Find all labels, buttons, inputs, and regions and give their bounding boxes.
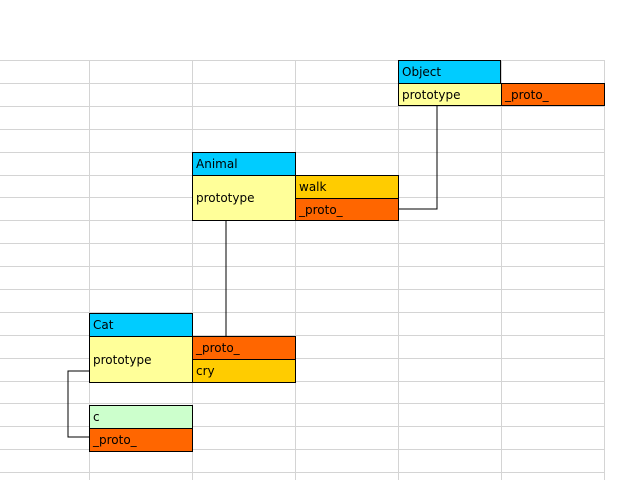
instance-c-proto-cell[interactable]: _proto_ xyxy=(89,428,193,452)
animal-proto-cell[interactable]: _proto_ xyxy=(295,198,399,221)
object-prototype-cell[interactable]: prototype xyxy=(398,83,502,106)
object-proto-cell[interactable]: _proto_ xyxy=(501,83,605,106)
animal-prototype-cell[interactable]: prototype xyxy=(192,175,296,221)
cat-title-cell[interactable]: Cat xyxy=(89,313,193,337)
connector-animal-to-object xyxy=(398,106,438,210)
animal-title-cell[interactable]: Animal xyxy=(192,152,296,176)
object-title-cell[interactable]: Object xyxy=(398,60,501,84)
animal-walk-cell[interactable]: walk xyxy=(295,175,399,199)
cat-proto-cell[interactable]: _proto_ xyxy=(192,336,296,360)
instance-c-title-cell[interactable]: c xyxy=(89,405,193,429)
connector-instance-to-cat xyxy=(67,370,89,438)
cat-cry-cell[interactable]: cry xyxy=(192,359,296,383)
cat-prototype-cell[interactable]: prototype xyxy=(89,336,193,383)
